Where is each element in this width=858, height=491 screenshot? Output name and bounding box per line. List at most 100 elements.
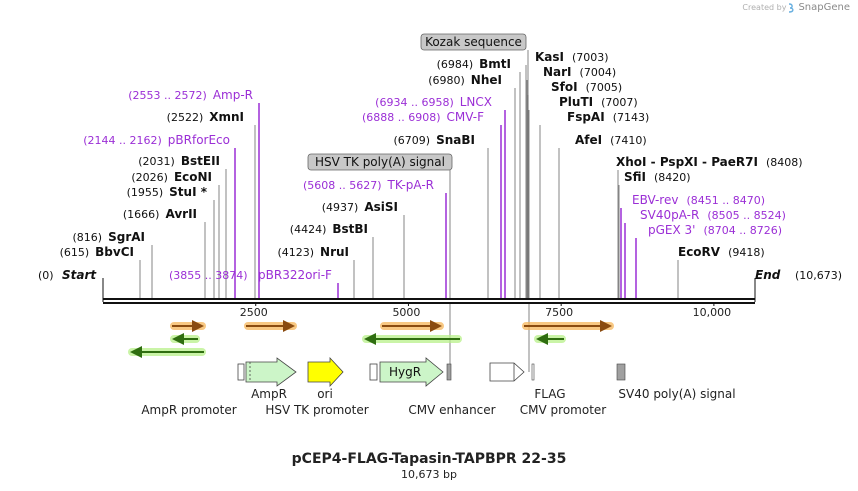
primer-site[interactable]: SV40pA-R(8505 .. 8524) (624, 208, 786, 298)
feature-hsv-polya[interactable] (446, 363, 452, 381)
feature-name: FLAG (534, 387, 565, 401)
site-position: (816) (73, 231, 103, 244)
enzyme-site[interactable]: SnaBI(6709) (394, 133, 489, 298)
feature-flag[interactable] (531, 363, 535, 381)
primer-site[interactable]: pGEX 3' (8704 .. 8726) (635, 223, 782, 298)
site-name: AvrII (165, 207, 197, 221)
enzyme-site[interactable]: FspAI(7143) (539, 110, 649, 298)
site-position: (2031) (138, 155, 175, 168)
enzyme-site[interactable]: AfeI(7410) (558, 133, 647, 298)
feature-sv40-polya[interactable] (616, 363, 626, 381)
site-position: (5608 .. 5627) (303, 179, 382, 192)
feature-hygr[interactable]: HygR (369, 357, 444, 387)
primer-site[interactable]: Amp-R(2553 .. 2572) (128, 88, 260, 298)
site-name: BstEII (181, 154, 220, 168)
polyA-glyph-icon (446, 363, 452, 381)
feature-label-box[interactable]: Kozak sequence (420, 33, 529, 298)
orf-reverse[interactable] (362, 333, 462, 345)
orf-reverse[interactable] (128, 346, 206, 358)
primer-site[interactable]: pBRforEco(2144 .. 2162) (83, 133, 236, 298)
enzyme-site[interactable]: XhoI - PspXI - PaeR7I(8408) (616, 155, 803, 298)
enzyme-site[interactable]: End(10,673) (755, 268, 842, 282)
primer-site[interactable]: TK-pA-R (5608 .. 5627) (303, 178, 447, 298)
site-name: Start (62, 268, 97, 282)
enzyme-site[interactable]: KasI(7003) (525, 50, 609, 298)
enzyme-site[interactable]: XmnI(2522) (167, 110, 256, 298)
enzyme-site[interactable]: (0)Start (38, 268, 97, 282)
credit-prefix: Created by (742, 3, 787, 12)
site-name: SgrAI (108, 230, 145, 244)
site-position: (7003) (572, 51, 609, 64)
enzyme-site[interactable]: BbvCI(615) (60, 245, 141, 298)
enzyme-site[interactable]: SgrAI (816) (73, 230, 153, 298)
feature-name: SV40 poly(A) signal (618, 387, 735, 401)
site-position: (10,673) (795, 269, 842, 282)
feature-name: ori (317, 387, 333, 401)
enzyme-site[interactable]: BmtI(6984) (437, 57, 521, 298)
site-name: pBR322ori-F (258, 268, 332, 282)
enzyme-site[interactable]: PluTI(7007) (528, 95, 638, 298)
feature-ori[interactable] (307, 356, 344, 388)
ruler-tick-label: 2500 (240, 306, 268, 319)
site-position: (3855 .. 3874) (169, 269, 248, 282)
enzyme-site[interactable]: SfiI(8420) (618, 170, 691, 298)
orf-forward[interactable] (170, 320, 206, 332)
site-position: (1666) (123, 208, 160, 221)
site-position: (8408) (766, 156, 803, 169)
feature-ampr[interactable] (245, 357, 297, 387)
snapgene-logo-icon (789, 2, 795, 13)
enzyme-site[interactable]: StuI *(1955) (127, 185, 215, 298)
feature-cmv[interactable] (489, 362, 525, 382)
site-name: pBRforEco (168, 133, 230, 147)
enzyme-site[interactable]: NarI(7004) (526, 65, 616, 298)
enzyme-site[interactable]: EcoNI(2026) (131, 170, 220, 298)
site-position: (6709) (394, 134, 431, 147)
site-position: (6980) (428, 74, 465, 87)
site-name: AsiSI (364, 200, 398, 214)
orf-forward[interactable] (244, 320, 297, 332)
enzyme-site[interactable]: EcoRV (9418) (677, 245, 765, 298)
orf-arrows (128, 320, 614, 358)
primer-site[interactable]: pBR322ori-F (3855 .. 3874) (169, 268, 339, 298)
site-name: pGEX 3' (648, 223, 695, 237)
site-name: EcoNI (174, 170, 212, 184)
feature-label-bg (307, 153, 453, 171)
site-labels: (0)StartBbvCI(615)SgrAI(816)AvrII(1666)S… (38, 33, 842, 372)
feature-name: CMV enhancer (408, 403, 495, 417)
feature-name: HygR (389, 365, 421, 379)
site-position: (1955) (127, 186, 164, 199)
site-name: EcoRV (678, 245, 721, 259)
enzyme-site[interactable]: BstBI(4424) (290, 222, 374, 298)
primer-site[interactable]: EBV-rev(8451 .. 8470) (620, 193, 765, 298)
feature-label-box[interactable]: HSV TK poly(A) signal (307, 153, 453, 298)
primer-site[interactable]: CMV-F(6888 .. 6908) (362, 110, 502, 298)
ruler-line-bottom (103, 302, 755, 304)
feature-label-text: Kozak sequence (425, 35, 522, 49)
site-position: (7005) (586, 81, 623, 94)
feature-ampr-promoter[interactable] (237, 363, 245, 381)
site-position: (2522) (167, 111, 204, 124)
site-name: SV40pA-R (640, 208, 699, 222)
feature-name: HSV TK promoter (265, 403, 368, 417)
ruler-tick-label: 5000 (392, 306, 420, 319)
orf-reverse[interactable] (170, 333, 200, 345)
site-name: SfoI (551, 80, 578, 94)
site-name: BbvCI (95, 245, 134, 259)
enzyme-site[interactable]: NruI(4123) (277, 245, 355, 298)
orf-forward[interactable] (522, 320, 614, 332)
site-position: (9418) (728, 246, 765, 259)
orf-reverse[interactable] (534, 333, 566, 345)
enzyme-site[interactable]: BstEII (2031) (138, 154, 227, 298)
cds-arrow-icon (245, 357, 297, 387)
promoter-glyph-icon (369, 363, 378, 381)
polyA-glyph-icon (616, 363, 626, 381)
site-position: (8704 .. 8726) (703, 224, 782, 237)
feature-label-bg (420, 33, 527, 51)
orf-forward[interactable] (380, 320, 444, 332)
site-name: TK-pA-R (387, 178, 435, 192)
enzyme-site[interactable]: AvrII (1666) (123, 207, 206, 298)
primer-site[interactable]: LNCX(6934 .. 6958) (375, 95, 506, 298)
enzyme-site[interactable]: AsiSI(4937) (322, 200, 405, 298)
enzyme-site[interactable]: NheI(6980) (428, 73, 516, 298)
